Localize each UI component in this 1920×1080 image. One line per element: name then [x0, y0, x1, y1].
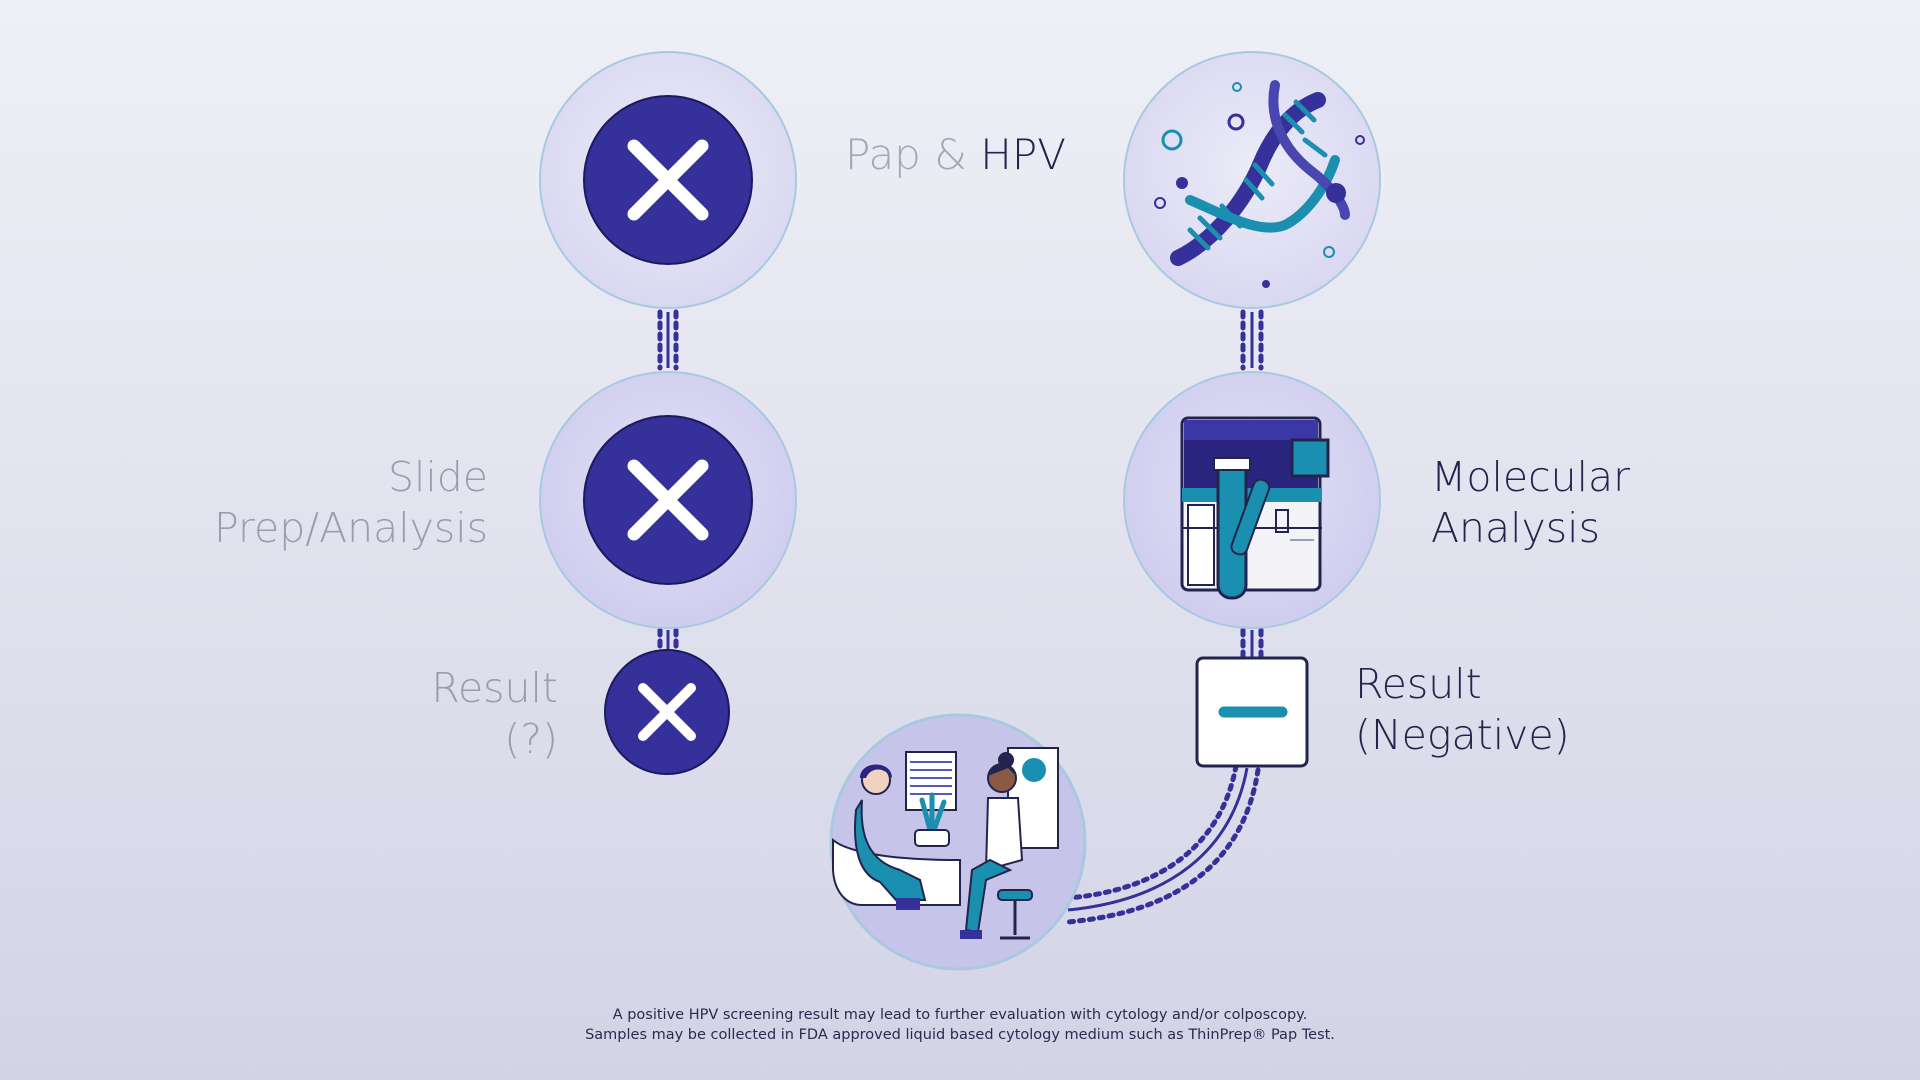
molecular-label-line1: Molecular — [1431, 453, 1630, 501]
pap-hpv-label: Pap & HPV — [845, 130, 1066, 180]
result-unknown-disc — [604, 649, 730, 775]
footnote: A positive HPV screening result may lead… — [0, 1005, 1920, 1045]
slide-cancel-disc — [539, 371, 797, 629]
analyzer-disc — [1123, 371, 1381, 629]
result-unknown-label: Result (?) — [431, 663, 558, 765]
connector-right-bottom — [1240, 627, 1264, 660]
molecular-analysis-label: Molecular Analysis — [1431, 452, 1630, 554]
molecular-analyzer-icon — [1180, 416, 1330, 600]
connector-left-bottom — [657, 627, 679, 655]
slide-prep-label: Slide Prep/Analysis — [214, 452, 488, 554]
slide-label-line2: Prep/Analysis — [214, 504, 488, 552]
connector-right-top — [1240, 309, 1264, 371]
footnote-line1: A positive HPV screening result may lead… — [612, 1007, 1308, 1023]
result-negative-label: Result (Negative) — [1355, 659, 1570, 761]
connector-left-top — [657, 309, 679, 371]
pap-cancel-disc — [539, 51, 797, 309]
result-negative-line1: Result — [1355, 660, 1482, 708]
x-mark-icon — [627, 459, 709, 541]
result-unknown-line1: Result — [431, 664, 558, 712]
x-mark-icon — [627, 139, 709, 221]
pap-text: Pap & — [845, 130, 981, 179]
footnote-line2: Samples may be collected in FDA approved… — [585, 1027, 1335, 1043]
result-unknown-line2: (?) — [504, 715, 558, 763]
dna-helix-icon — [1154, 80, 1365, 288]
x-mark-icon — [638, 683, 696, 741]
doctor-patient-illustration — [832, 747, 1059, 940]
connector-curve — [1065, 763, 1261, 925]
slide-label-line1: Slide — [387, 453, 488, 501]
negative-result-box — [1195, 656, 1309, 768]
result-negative-line2: (Negative) — [1355, 711, 1570, 759]
molecular-label-line2: Analysis — [1431, 504, 1600, 552]
dna-disc — [1123, 51, 1381, 309]
clinic-disc — [829, 713, 1087, 971]
hpv-text: HPV — [980, 130, 1066, 179]
